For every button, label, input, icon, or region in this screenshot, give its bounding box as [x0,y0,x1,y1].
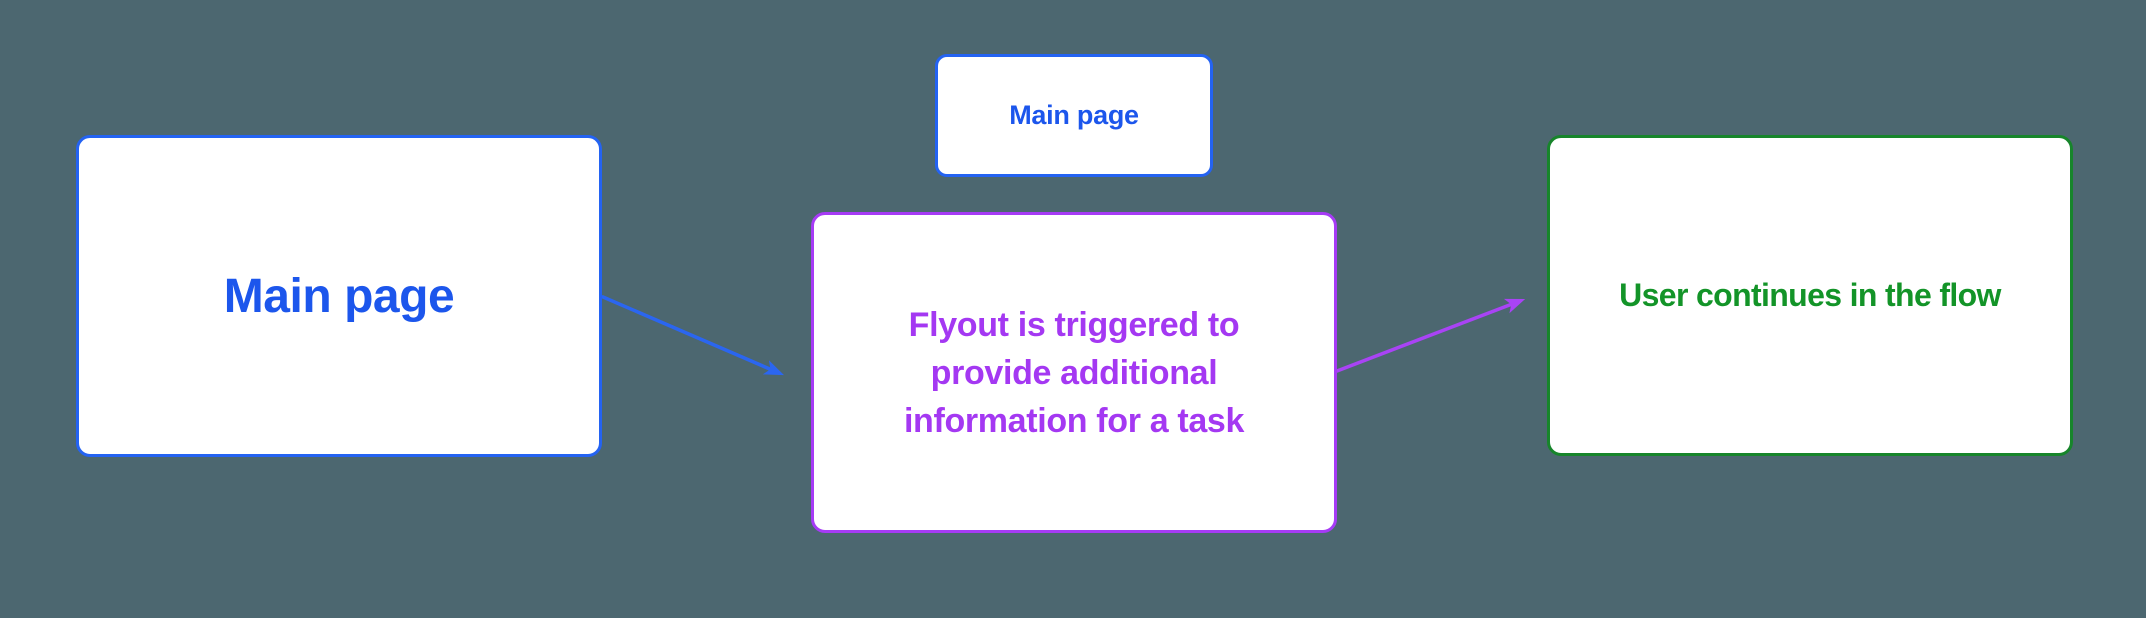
node-flyout-label-line3: information for a task [903,401,1245,440]
node-flyout-label-line1: Flyout is triggered to [908,305,1240,344]
node-flyout-label: Flyout is triggered to provide additiona… [904,301,1244,445]
node-main-page-label: Main page [223,269,455,323]
arrow-flyout-to-continue [1335,298,1526,373]
node-flyout[interactable]: Flyout is triggered to provide additiona… [811,212,1337,533]
node-main-page-small[interactable]: Main page [935,54,1213,177]
node-flyout-label-line2: provide additional [930,353,1218,392]
node-main-page[interactable]: Main page [76,135,602,457]
node-main-page-small-label: Main page [1009,100,1139,130]
arrow-main-to-flyout [601,295,785,376]
node-user-continues[interactable]: User continues in the flow [1547,135,2073,456]
node-user-continues-label: User continues in the flow [1619,277,2001,313]
